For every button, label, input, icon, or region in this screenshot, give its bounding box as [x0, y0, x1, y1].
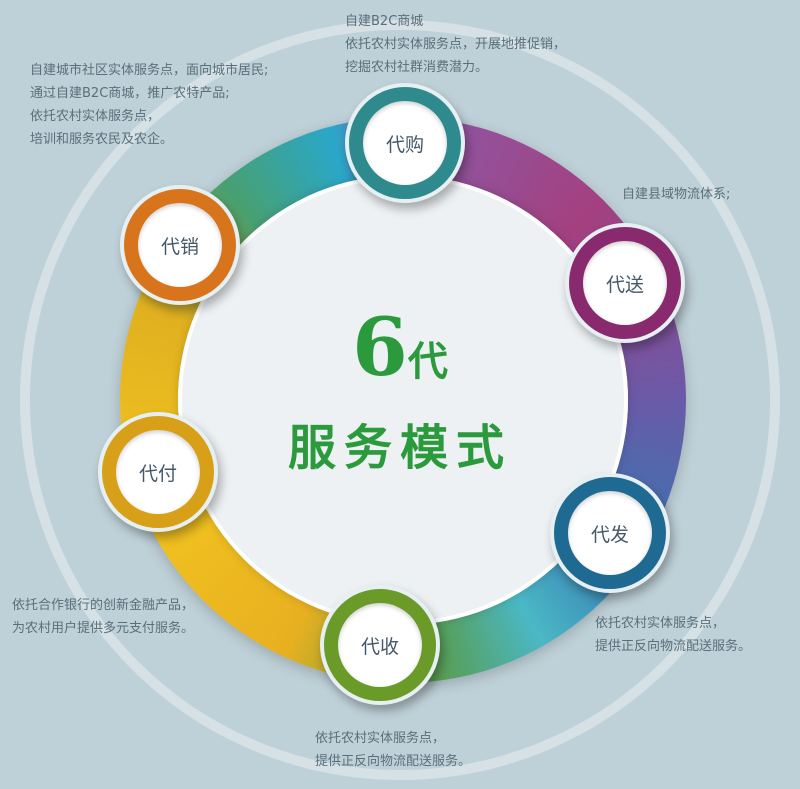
node-daishou: 代收: [320, 585, 440, 705]
title-six: 6: [352, 300, 408, 394]
node-daigou: 代购: [345, 83, 465, 203]
node-label: 代销: [138, 203, 222, 287]
desc-daishou: 依托农村实体服务点， 提供正反向物流配送服务。: [315, 727, 471, 773]
desc-line: 挖掘农村社群消费潜力。: [345, 60, 489, 75]
title-number: 6代: [0, 300, 800, 394]
desc-line: 依托农村实体服务点，: [315, 731, 446, 746]
background-cycle-arrow: [20, 20, 780, 780]
desc-line: 自建县域物流体系;: [622, 187, 731, 202]
desc-line: 依托农村实体服务点，: [30, 109, 161, 124]
desc-line: 自建城市社区实体服务点，面向城市居民;: [30, 63, 269, 78]
node-label: 代收: [338, 603, 422, 687]
desc-line: 为农村用户提供多元支付服务。: [12, 621, 195, 636]
desc-line: 依托合作银行的创新金融产品，: [12, 598, 195, 613]
node-daifu: 代付: [98, 412, 218, 532]
desc-daigou: 自建B2C商城 依托农村实体服务点，开展地推促销， 挖掘农村社群消费潜力。: [345, 10, 566, 79]
desc-line: 培训和服务农民及农企。: [30, 132, 174, 147]
title-subtitle: 服务模式: [287, 420, 512, 476]
node-daixiao: 代销: [120, 185, 240, 305]
desc-daifa: 依托农村实体服务点， 提供正反向物流配送服务。: [595, 612, 751, 658]
node-daifa: 代发: [550, 473, 670, 593]
desc-daixiao: 自建城市社区实体服务点，面向城市居民; 通过自建B2C商城，推广农特产品; 依托…: [30, 59, 268, 151]
title-dai: 代: [407, 338, 448, 385]
node-label: 代送: [583, 241, 667, 325]
desc-line: 通过自建B2C商城，推广农特产品;: [30, 86, 230, 101]
desc-line: 提供正反向物流配送服务。: [595, 639, 752, 654]
node-label: 代发: [568, 491, 652, 575]
desc-line: 依托农村实体服务点，: [595, 616, 726, 631]
desc-line: 提供正反向物流配送服务。: [315, 754, 472, 769]
desc-line: 自建B2C商城: [345, 14, 424, 29]
node-label: 代付: [116, 430, 200, 514]
desc-daifu: 依托合作银行的创新金融产品， 为农村用户提供多元支付服务。: [12, 594, 194, 640]
node-daisong: 代送: [565, 223, 685, 343]
desc-line: 依托农村实体服务点，开展地推促销，: [345, 37, 567, 52]
node-label: 代购: [363, 101, 447, 185]
desc-daisong: 自建县域物流体系;: [622, 183, 730, 206]
